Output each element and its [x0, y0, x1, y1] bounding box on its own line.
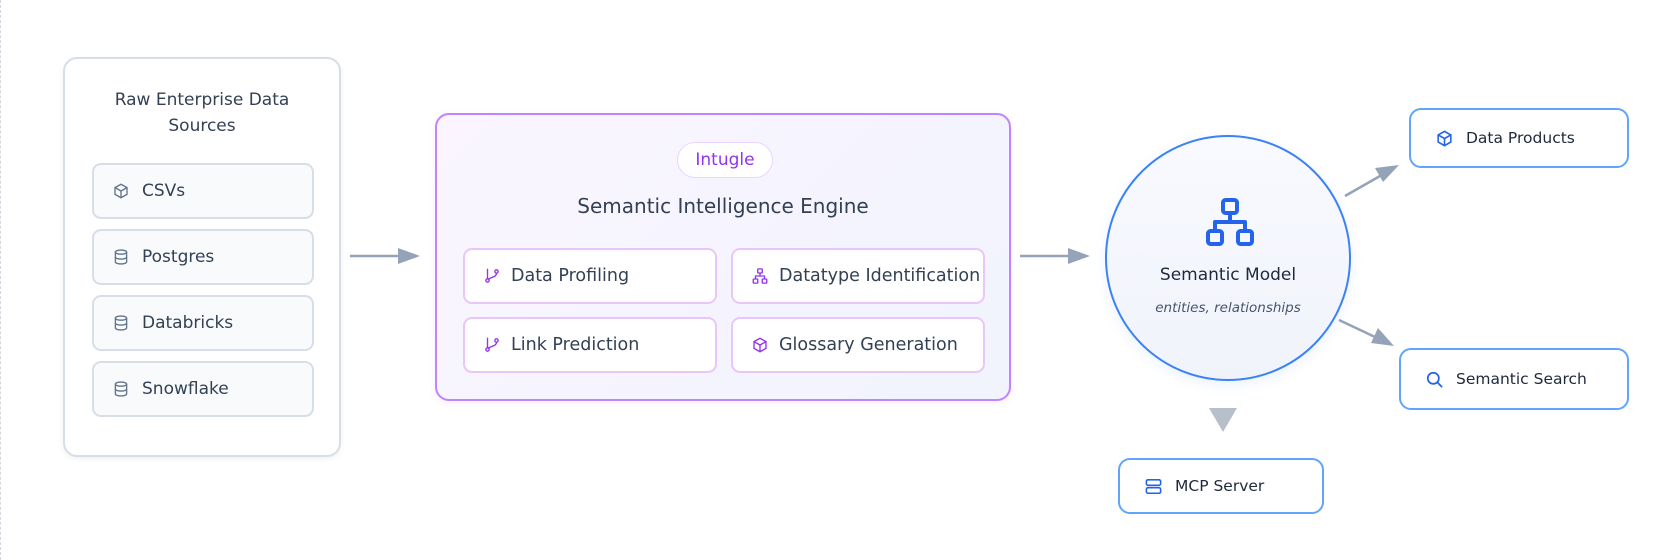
arrow-head — [398, 248, 420, 264]
git-branch-icon — [485, 337, 499, 352]
feature-glossary-generation[interactable]: Glossary Generation — [731, 317, 985, 373]
source-item-csvs[interactable]: CSVs — [92, 163, 314, 219]
engine-panel: Intugle Semantic Intelligence Engine Dat… — [435, 113, 1011, 401]
arrow-model-to-semantic-search — [1338, 318, 1376, 339]
semantic-model-subtitle: entities, relationships — [1155, 300, 1301, 316]
output-data-products[interactable]: Data Products — [1409, 108, 1629, 168]
feature-data-profiling[interactable]: Data Profiling — [463, 248, 717, 304]
sources-panel: Raw Enterprise Data Sources CSVs Postgre… — [63, 57, 341, 457]
server-icon — [1145, 478, 1162, 494]
cube-icon — [753, 337, 767, 353]
search-icon — [1426, 371, 1443, 387]
output-label: Data Products — [1466, 129, 1575, 147]
semantic-model-title: Semantic Model — [1159, 265, 1297, 285]
feature-link-prediction[interactable]: Link Prediction — [463, 317, 717, 373]
hierarchy-icon — [752, 268, 768, 284]
feature-datatype-identification[interactable]: Datatype Identification — [731, 248, 985, 304]
arrow-head — [1068, 248, 1090, 264]
arrow-model-to-mcp-server — [1209, 408, 1237, 432]
source-item-label: Databricks — [142, 313, 234, 333]
arrow-head — [1371, 328, 1394, 346]
source-item-label: Postgres — [142, 247, 215, 267]
page-left-border — [0, 0, 1, 560]
sources-title: Raw Enterprise Data Sources — [114, 90, 290, 136]
git-branch-icon — [485, 268, 499, 283]
feature-label: Data Profiling — [511, 266, 630, 286]
source-item-label: Snowflake — [142, 379, 229, 399]
hierarchy-icon — [1206, 198, 1254, 246]
source-item-label: CSVs — [142, 181, 186, 201]
source-item-postgres[interactable]: Postgres — [92, 229, 314, 285]
feature-label: Link Prediction — [511, 335, 640, 355]
output-label: Semantic Search — [1456, 370, 1587, 388]
output-semantic-search[interactable]: Semantic Search — [1399, 348, 1629, 410]
output-mcp-server[interactable]: MCP Server — [1118, 458, 1324, 514]
semantic-model-node[interactable]: Semantic Model entities, relationships — [1105, 135, 1351, 381]
cube-icon — [114, 183, 128, 199]
feature-label: Glossary Generation — [779, 335, 958, 355]
source-item-databricks[interactable]: Databricks — [92, 295, 314, 351]
source-item-snowflake[interactable]: Snowflake — [92, 361, 314, 417]
feature-label: Datatype Identification — [779, 266, 981, 286]
database-icon — [114, 315, 128, 331]
engine-badge: Intugle — [677, 142, 773, 178]
database-icon — [114, 249, 128, 265]
arrow-model-to-data-products — [1344, 174, 1381, 198]
output-label: MCP Server — [1175, 477, 1265, 495]
arrow-head — [1375, 165, 1399, 182]
cube-icon — [1437, 130, 1452, 146]
database-icon — [114, 381, 128, 397]
engine-title: Semantic Intelligence Engine — [577, 194, 869, 218]
